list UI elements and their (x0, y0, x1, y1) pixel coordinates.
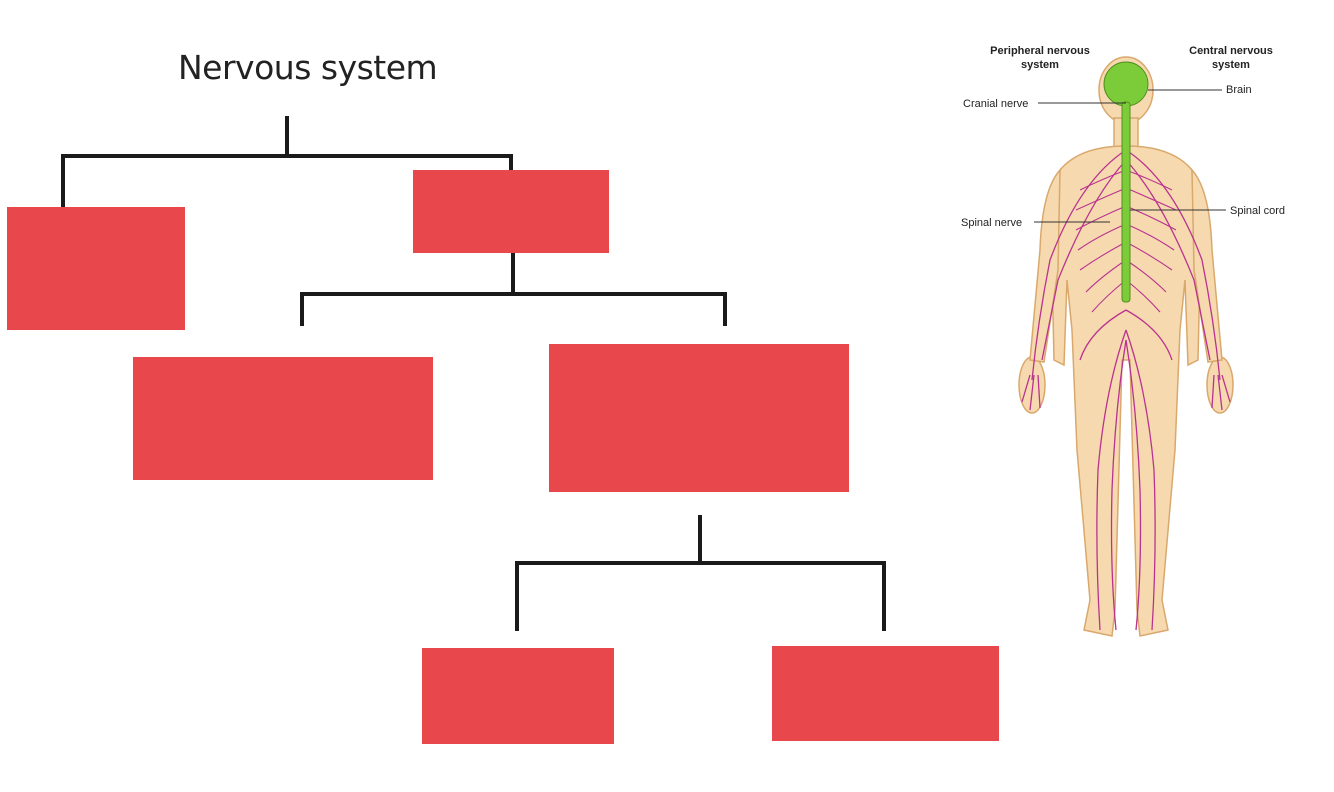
header-peripheral-line2: system (1021, 59, 1059, 71)
callout-lines (1034, 89, 1226, 223)
label-box-3[interactable] (133, 357, 433, 480)
label-box-4[interactable] (549, 344, 849, 492)
header-peripheral-line1: Peripheral nervous (990, 45, 1090, 57)
peripheral-nerves (1021, 149, 1231, 631)
nervous-system-figure: Peripheral nervous system Central nervou… (961, 45, 1285, 637)
label-box-2[interactable] (413, 170, 609, 253)
label-box-5[interactable] (422, 648, 614, 744)
header-central-line2: system (1212, 59, 1250, 71)
label-box-1[interactable] (7, 207, 185, 330)
label-box-6[interactable] (772, 646, 999, 741)
label-cranial-nerve: Cranial nerve (963, 98, 1028, 110)
spinal-cord-shape (1121, 101, 1131, 303)
label-spinal-cord: Spinal cord (1230, 205, 1285, 217)
diagram-title: Nervous system (178, 48, 438, 87)
label-brain: Brain (1226, 84, 1252, 96)
header-central-line1: Central nervous (1189, 45, 1273, 57)
brain-shape (1103, 61, 1149, 107)
label-spinal-nerve: Spinal nerve (961, 217, 1022, 229)
body-silhouette (1018, 56, 1234, 637)
central-nervous-system (1103, 61, 1149, 303)
